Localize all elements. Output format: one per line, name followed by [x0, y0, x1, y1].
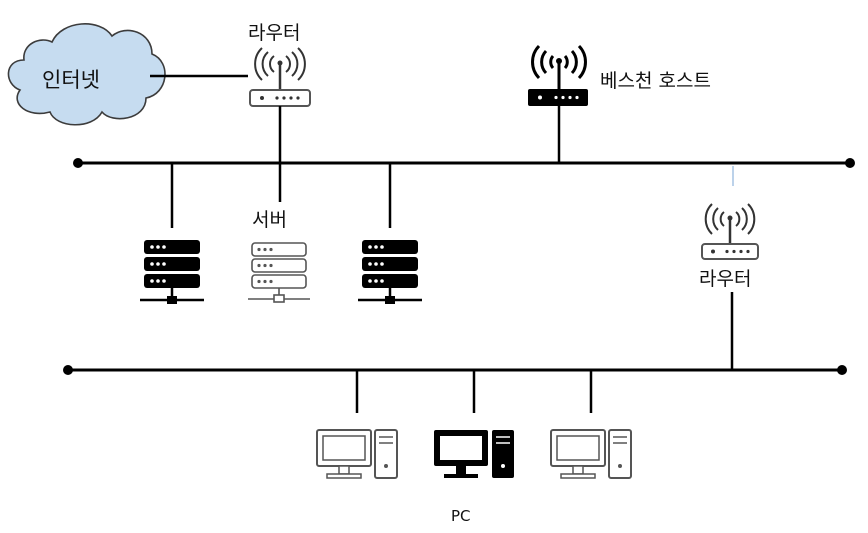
upper-network-bus	[73, 106, 855, 228]
desktop-pc-icon	[550, 429, 632, 479]
server-rack-icon	[358, 240, 422, 304]
router-right-icon	[701, 203, 759, 260]
router-top-label: 라우터	[248, 22, 301, 44]
bastion-host-label: 베스천 호스트	[600, 70, 711, 92]
desktop-pc-icon	[434, 430, 514, 478]
desktop-pc-icon	[316, 429, 398, 479]
server-rack-icon	[248, 242, 310, 303]
bastion-host-icon	[528, 44, 588, 106]
server-rack-icon	[140, 240, 204, 304]
pc-label: PC	[451, 507, 471, 525]
router-right-label: 라우터	[699, 268, 752, 290]
internet-label: 인터넷	[42, 68, 100, 92]
internet-cloud-icon	[7, 23, 166, 126]
router-top-icon	[249, 47, 311, 107]
lower-network-bus	[63, 365, 847, 413]
server-label: 서버	[252, 209, 287, 231]
